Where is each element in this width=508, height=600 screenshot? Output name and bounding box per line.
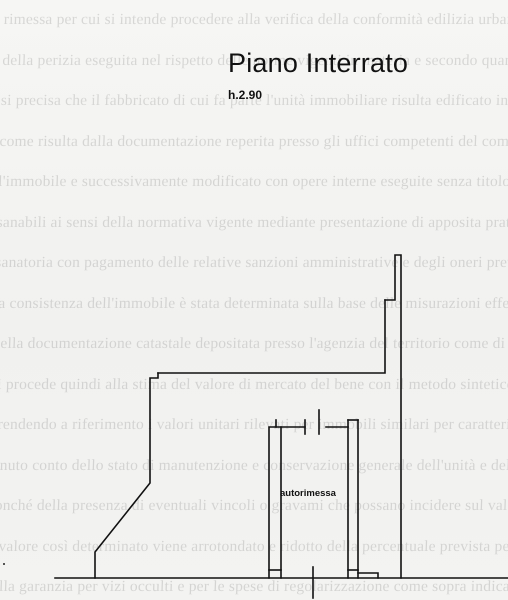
outer-wall-right-inner [384,254,402,579]
outer-wall-top [157,299,386,374]
outer-wall-left [94,372,159,579]
room-label-autorimessa: autorimessa [280,488,336,499]
stray-mark [3,563,5,565]
right-ledge [357,572,379,579]
garage-wall-left [268,426,282,579]
plan-title: Piano Interrato [228,48,409,78]
ceiling-height-label: h.2.90 [228,88,263,102]
garage-wall-right [347,419,359,579]
